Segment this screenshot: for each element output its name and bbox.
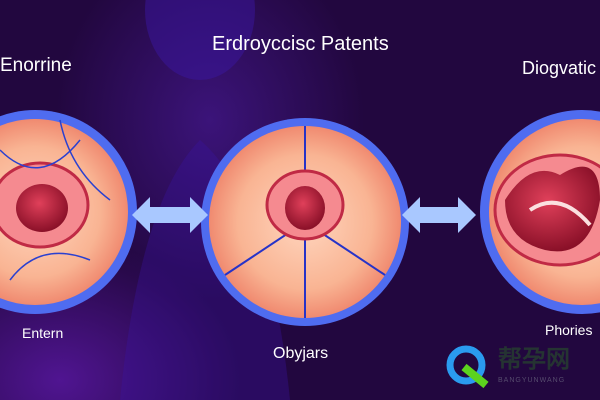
center-diagram-circle xyxy=(201,118,409,326)
left-caption: Entern xyxy=(22,325,64,341)
left-heading: Enorrine xyxy=(0,55,72,76)
double-arrow-right xyxy=(402,197,476,233)
right-diagram-circle xyxy=(480,110,600,314)
right-caption: Phories xyxy=(545,322,593,338)
diagram-title: Erdroyccisc Patents xyxy=(212,33,389,55)
watermark-cn: 帮孕网 xyxy=(498,344,570,373)
double-arrow-left xyxy=(132,197,208,233)
center-caption: Obyjars xyxy=(273,345,329,362)
watermark-en: BANGYUNWANG xyxy=(498,377,566,384)
left-diagram-circle xyxy=(0,110,137,314)
background-figure-head xyxy=(145,0,255,80)
watermark-logo-icon xyxy=(446,345,489,389)
watermark: 帮孕网 BANGYUNWANG xyxy=(446,345,576,395)
background-figure-body xyxy=(120,140,290,400)
right-heading: Diogvatic xyxy=(522,58,597,78)
